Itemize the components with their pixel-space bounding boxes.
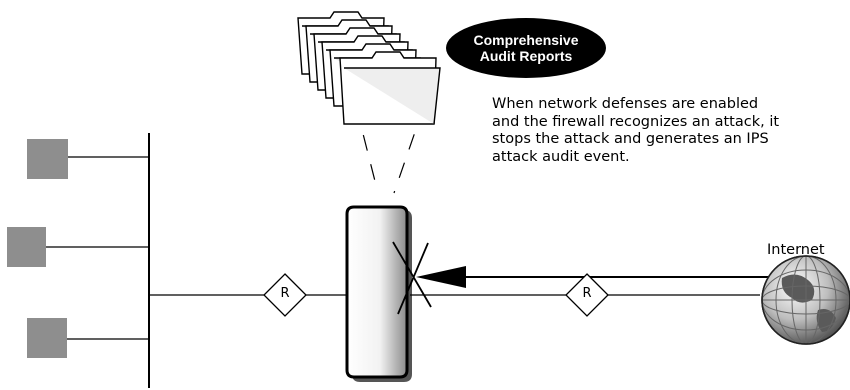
router-right-label: R — [582, 286, 592, 301]
description-line-4: attack audit event. — [492, 148, 630, 165]
host-node-2 — [7, 227, 46, 267]
internet-label: Internet — [767, 242, 825, 258]
host-node-3 — [27, 318, 67, 358]
description-line-2: and the firewall recognizes an attack, i… — [492, 113, 780, 130]
attack-block-x — [392, 241, 432, 315]
folder-stack-icon — [297, 11, 441, 125]
router-left — [263, 273, 307, 317]
ips-description: When network defenses are enabled and th… — [492, 96, 848, 166]
audit-reports-line-1: Comprehensive — [473, 32, 579, 48]
firewall-icon — [345, 205, 412, 382]
description-line-3: stops the attack and generates an IPS — [492, 131, 769, 147]
audit-reports-bubble — [446, 18, 606, 78]
router-left-label: R — [280, 286, 290, 301]
host-node-1 — [27, 139, 68, 179]
attack-arrow-head — [416, 266, 466, 288]
audit-reports-line-2: Audit Reports — [479, 48, 573, 64]
router-right — [565, 273, 609, 317]
internet-globe-icon — [761, 255, 850, 345]
description-line-1: When network defenses are enabled — [492, 96, 759, 112]
audit-reports-label: Comprehensive Audit Reports — [448, 32, 604, 64]
